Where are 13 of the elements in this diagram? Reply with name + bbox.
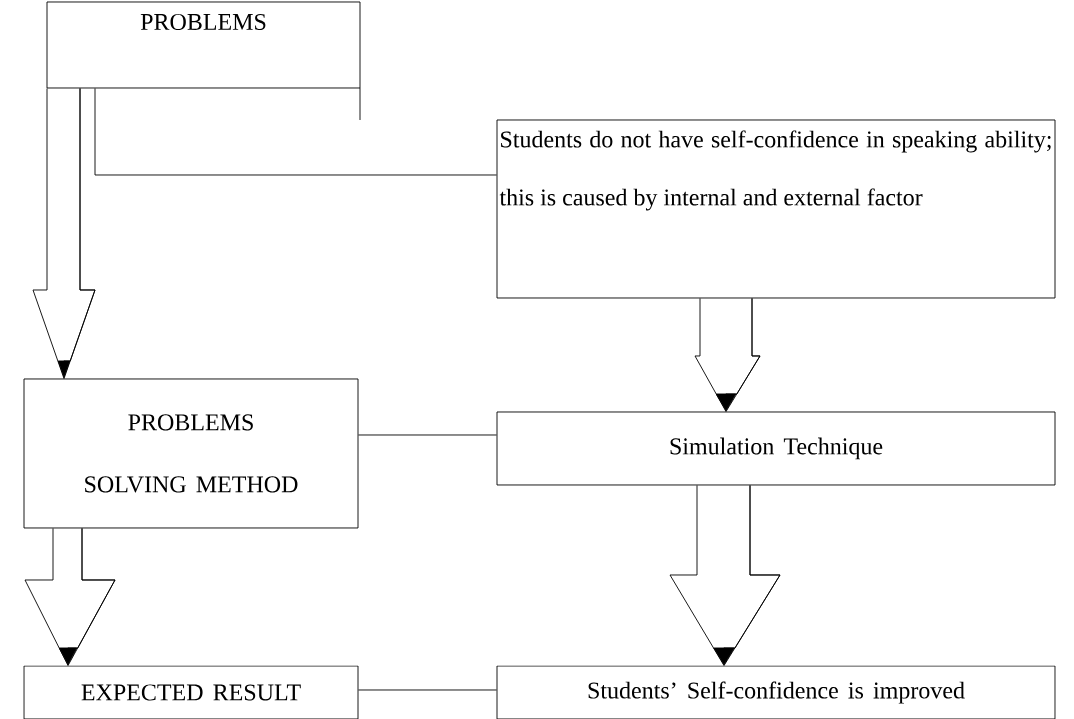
process-box: Students do not have self-confidence in speaking ability; this is caused by internal and external factor <box>496 119 1056 299</box>
process-box: PROBLEMS SOLVING METHOD <box>23 378 359 529</box>
process-box: Students’ Self-confidence is improved <box>496 665 1056 719</box>
process-box: EXPECTED RESULT <box>23 665 359 719</box>
hollow-arrow <box>24 527 116 666</box>
hollow-arrow <box>32 88 96 379</box>
connector-line <box>94 88 497 176</box>
process-box: PROBLEMS <box>46 1 361 121</box>
connector-line <box>358 434 497 436</box>
hollow-arrow <box>694 298 761 412</box>
process-box: Simulation Technique <box>496 411 1056 486</box>
connector-line <box>358 689 497 691</box>
hollow-arrow <box>669 485 781 666</box>
